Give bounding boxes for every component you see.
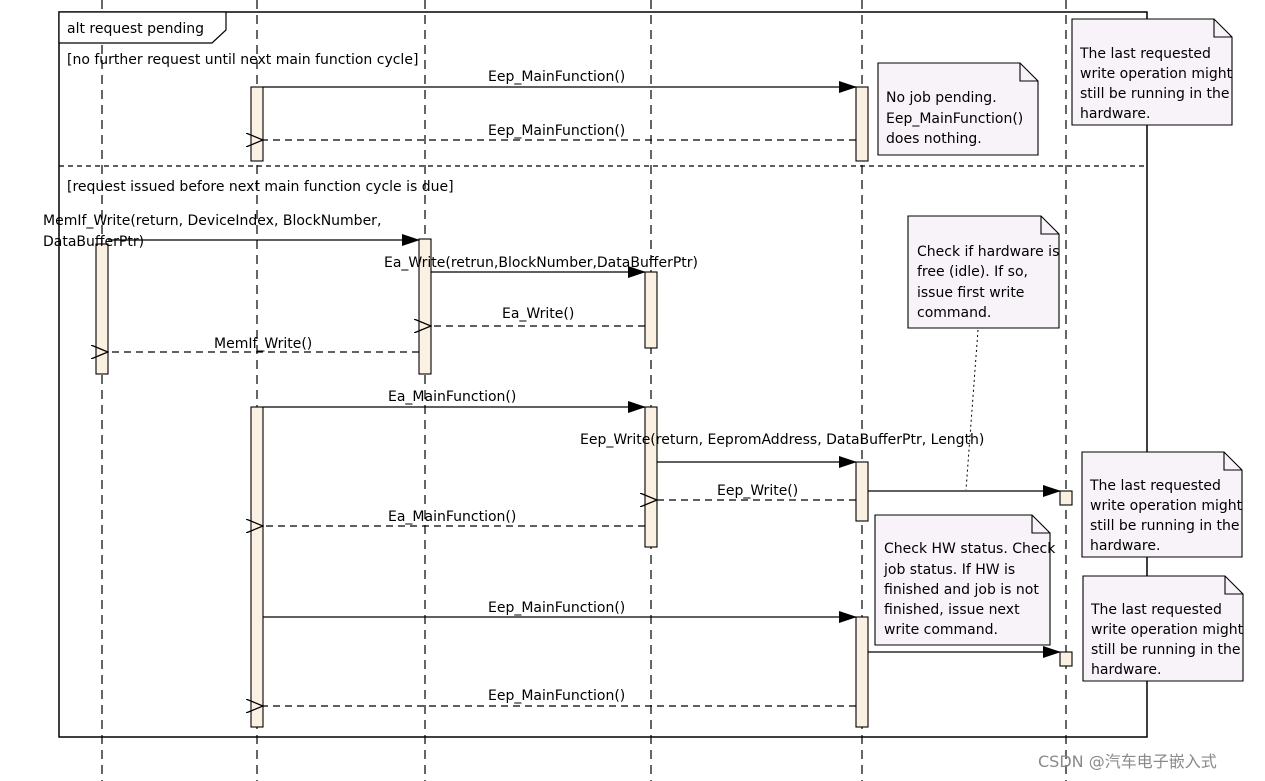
guard-1: [no further request until next main func… xyxy=(67,52,418,68)
label-m11: Eep_MainFunction() xyxy=(488,600,625,616)
activation-eep-driver-2 xyxy=(855,461,869,522)
label-m10: Ea_MainFunction() xyxy=(388,509,516,525)
note-check-status-line-2: job status. If HW is xyxy=(883,562,1015,578)
label-m1: Eep_MainFunction() xyxy=(488,69,625,85)
messages xyxy=(108,81,1061,706)
note-no-job-line-1: No job pending. xyxy=(886,90,997,106)
note-check-free-line-3: issue first write xyxy=(917,285,1024,301)
note-check-free-line-2: free (idle). If so, xyxy=(917,264,1028,280)
note-check-free-line-4: command. xyxy=(917,305,991,321)
watermark: CSDN @汽车电子嵌入式 xyxy=(1038,752,1217,771)
activation-hardware-2 xyxy=(1059,651,1073,667)
activation-eep-2 xyxy=(644,406,658,548)
label-m9: Eep_Write() xyxy=(717,483,798,499)
message-labels: Eep_MainFunction() Eep_MainFunction() Me… xyxy=(43,69,984,704)
note-hw-mid-line-4: hardware. xyxy=(1090,538,1160,554)
note-connector xyxy=(965,329,979,491)
note-hw-mid-line-3: still be running in the xyxy=(1090,518,1240,534)
alt-fragment: alt request pending [no further request … xyxy=(58,11,1148,738)
label-m3b: DataBufferPtr) xyxy=(43,234,144,250)
activations xyxy=(95,86,1073,728)
activation-memif xyxy=(95,243,109,375)
label-m6: MemIf_Write() xyxy=(214,336,312,352)
guard-2: [request issued before next main functio… xyxy=(67,179,454,195)
note-check-status xyxy=(874,514,1051,646)
notes xyxy=(874,18,1244,682)
note-hw-mid-line-2: write operation might xyxy=(1090,498,1243,514)
label-m7: Ea_MainFunction() xyxy=(388,389,516,405)
alt-frame xyxy=(58,11,1148,738)
note-check-free xyxy=(907,215,1060,329)
label-m3a: MemIf_Write(return, DeviceIndex, BlockNu… xyxy=(43,213,381,229)
note-no-job-line-3: does nothing. xyxy=(886,131,982,147)
activation-scheduler-2 xyxy=(250,406,264,728)
note-hw-running-mid xyxy=(1081,451,1243,558)
activation-eep-1 xyxy=(644,271,658,349)
note-hw-bot-line-3: still be running in the xyxy=(1091,642,1241,658)
activation-eep-driver-3 xyxy=(855,616,869,728)
note-no-job xyxy=(877,62,1039,156)
note-check-status-line-3: finished and job is not xyxy=(884,582,1039,598)
note-no-job-line-2: Eep_MainFunction() xyxy=(886,111,1023,127)
activation-eep-driver-1 xyxy=(855,86,869,162)
note-check-free-line-1: Check if hardware is xyxy=(917,244,1059,260)
note-hw-bot-line-2: write operation might xyxy=(1091,622,1244,638)
note-hw-bot-line-4: hardware. xyxy=(1091,662,1161,678)
label-m4: Ea_Write(retrun,BlockNumber,DataBufferPt… xyxy=(384,255,698,271)
note-hw-mid-line-1: The last requested xyxy=(1089,478,1221,494)
activation-hardware-1 xyxy=(1059,490,1073,506)
note-texts: No job pending. Eep_MainFunction() does … xyxy=(883,46,1244,678)
alt-operator-label: alt request pending xyxy=(67,21,204,37)
note-hw-top-line-4: hardware. xyxy=(1080,106,1150,122)
note-hw-top-line-1: The last requested xyxy=(1079,46,1211,62)
note-check-status-line-4: finished, issue next xyxy=(884,602,1020,618)
note-hw-bot-line-1: The last requested xyxy=(1090,602,1222,618)
note-hw-top-line-3: still be running in the xyxy=(1080,86,1230,102)
label-m5: Ea_Write() xyxy=(502,306,574,322)
note-hw-top-line-2: write operation might xyxy=(1080,66,1233,82)
label-m12: Eep_MainFunction() xyxy=(488,688,625,704)
note-hw-running-top xyxy=(1071,18,1233,126)
note-check-status-line-5: write command. xyxy=(884,622,998,638)
activation-ea-1 xyxy=(418,238,432,375)
note-check-status-line-1: Check HW status. Check xyxy=(884,541,1056,557)
alt-operator-tab xyxy=(58,11,227,44)
activation-scheduler-1 xyxy=(250,86,264,162)
label-m8: Eep_Write(return, EepromAddress, DataBuf… xyxy=(580,432,984,448)
note-hw-running-bot xyxy=(1082,575,1244,682)
label-m2: Eep_MainFunction() xyxy=(488,123,625,139)
